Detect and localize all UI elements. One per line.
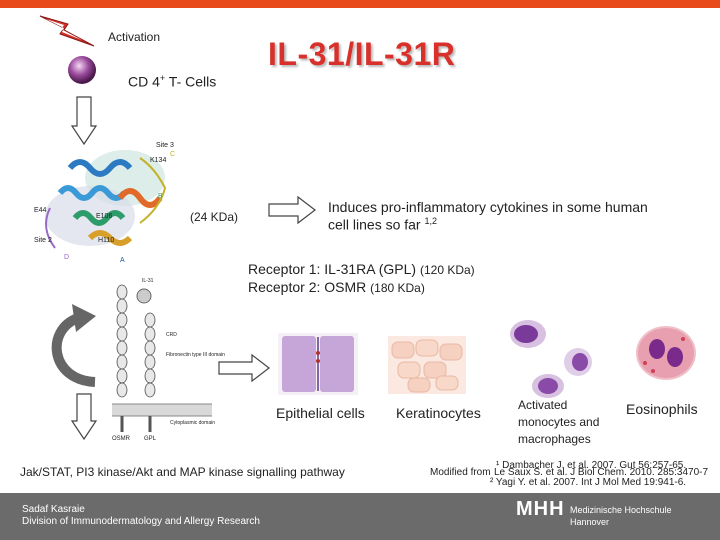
monocytes-image: [494, 312, 600, 400]
h110-label: H110: [98, 237, 114, 244]
lightning-icon: [38, 12, 98, 52]
helix-b-label: B: [158, 193, 163, 200]
helix-d-label: D: [64, 254, 69, 261]
cd4-t-cells-label: CD 4+ T- Cells: [128, 73, 216, 90]
induces-text-line1: Induces pro-inflammatory cytokines in so…: [328, 199, 648, 215]
il31-protein-structure: Site 3 K134 E44 E106 H110 Site 2 A B C D: [30, 138, 200, 263]
k134-label: K134: [150, 157, 166, 164]
cell-type-monocytes-line3: macrophages: [518, 432, 591, 446]
e44-label: E44: [34, 207, 47, 214]
mhh-logo: MHH: [516, 498, 565, 521]
institution-line1: Medizinische Hochschule: [570, 505, 672, 516]
induces-text-line2: cell lines so far 1,2: [328, 216, 437, 233]
site3-label: Site 3: [156, 142, 174, 149]
right-arrow-icon: [268, 195, 316, 225]
helix-c-label: C: [170, 151, 175, 158]
osmr-label: OSMR: [112, 436, 131, 442]
reference-3: ² Yagi Y. et al. 2007. Int J Mol Med 19:…: [490, 477, 686, 488]
cytoplasmic-label: Cytoplasmic domain: [170, 420, 215, 426]
gpl-label: GPL: [144, 436, 157, 442]
receptor1-text: Receptor 1: IL-31RA (GPL) (120 KDa): [248, 261, 475, 277]
reference-modified-from: Modified from: [430, 467, 491, 478]
il31-small-label: IL-31: [142, 278, 154, 284]
helix-a-label: A: [120, 257, 125, 264]
receptor2-text: Receptor 2: OSMR (180 KDa): [248, 279, 425, 295]
epithelial-cells-image: [278, 333, 358, 395]
receptor-diagram: IL-31 CRD Fibronectin type III domain Cy…: [108, 272, 218, 442]
cell-type-keratinocytes: Keratinocytes: [396, 405, 481, 421]
institution-line2: Hannover: [570, 517, 609, 528]
activation-label: Activation: [108, 30, 160, 44]
site2-label: Site 2: [34, 237, 52, 244]
down-arrow-icon: [71, 393, 97, 441]
cell-type-monocytes-line1: Activated: [518, 398, 567, 412]
crd-label: CRD: [166, 332, 177, 338]
t-cell-icon: [67, 55, 97, 85]
keratinocytes-image: [388, 336, 466, 394]
cell-type-monocytes-line2: monocytes and: [518, 415, 599, 429]
cell-type-eosinophils: Eosinophils: [626, 401, 698, 417]
cell-type-epithelial: Epithelial cells: [276, 405, 365, 421]
kda-label: (24 KDa): [190, 210, 238, 224]
footer-division: Division of Immunodermatology and Allerg…: [22, 515, 260, 528]
top-accent-bar: [0, 0, 720, 8]
eosinophil-image: [633, 323, 699, 383]
fibronectin-label: Fibronectin type III domain: [166, 352, 225, 358]
curved-arrow-icon: [40, 300, 110, 390]
right-arrow-icon: [218, 353, 270, 383]
e106-label: E106: [96, 213, 112, 220]
pathway-text: Jak/STAT, PI3 kinase/Akt and MAP kinase …: [20, 465, 345, 479]
page-title: IL-31/IL-31R: [268, 36, 455, 73]
